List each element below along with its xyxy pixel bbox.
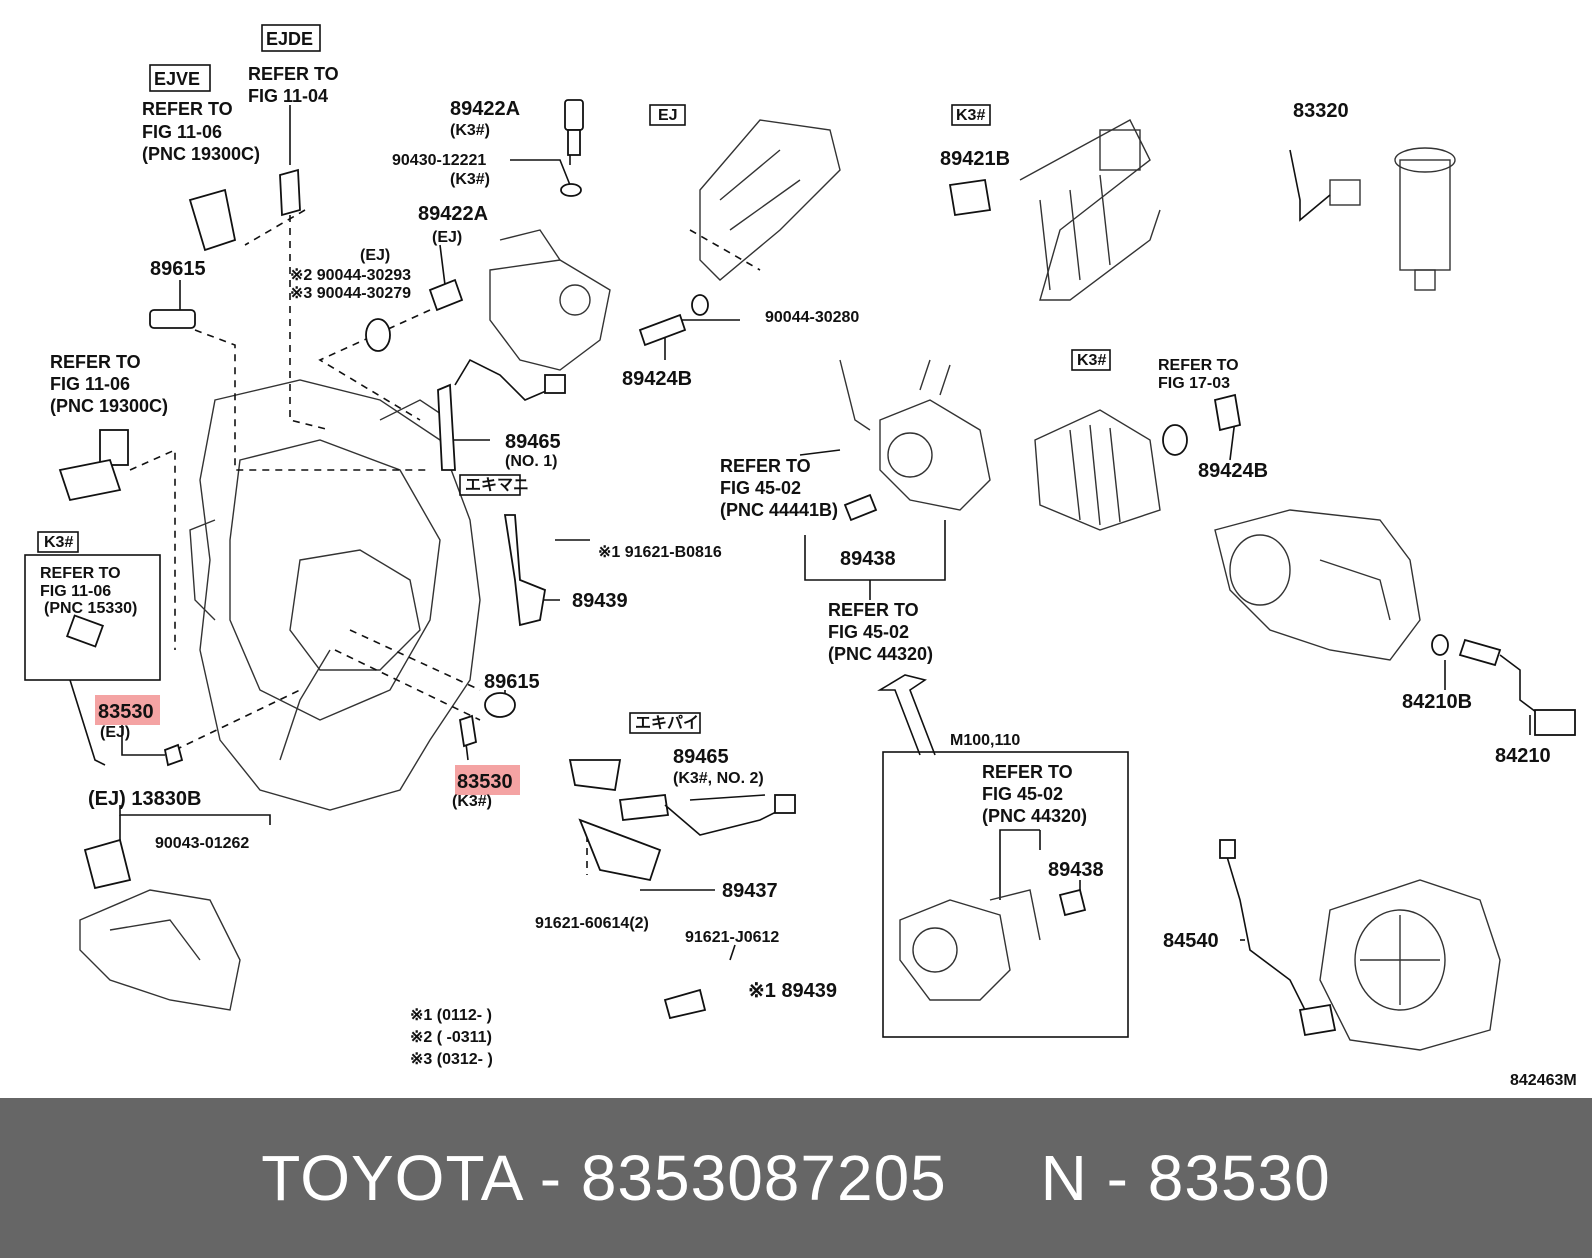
label-refer-452-3: (PNC 44441B) (720, 500, 838, 520)
label-89421b: 89421B (940, 148, 1010, 170)
footer-text: TOYOTA - 8353087205 N - 83530 (261, 1142, 1331, 1214)
label-k3-no2: (K3#, NO. 2) (673, 770, 764, 787)
label-89439-mid: 89439 (572, 590, 628, 612)
label-83320: 83320 (1293, 100, 1349, 122)
sensor-parts (58, 99, 1576, 1037)
label-ej-13830b: (EJ) 13830B (88, 788, 201, 810)
label-91621-606: 91621-60614(2) (535, 915, 649, 932)
label-refer-ejve-1: REFER TO (142, 99, 233, 119)
label-note3-pn: ※3 90044-30279 (290, 285, 411, 302)
label-ej-small: (EJ) (360, 247, 390, 264)
label-refer-4432-1: REFER TO (828, 600, 919, 620)
label-refer-k3-2: FIG 11-06 (40, 583, 111, 600)
fuel-pump-drawing (1289, 147, 1456, 291)
label-k3-83530: (K3#) (452, 793, 492, 810)
label-89424b-right: 89424B (1198, 460, 1268, 482)
label-refer-mid-2: FIG 11-06 (50, 374, 130, 394)
label-ekimani-box: エキマニ (465, 477, 529, 494)
label-89615-a: 89615 (150, 258, 206, 280)
parts-diagram: EJDE EJVE REFER TO FIG 11-04 REFER TO FI… (24, 24, 1577, 1089)
label-refer-ejde-2: FIG 11-04 (248, 86, 328, 106)
label-90430: 90430-12221 (392, 152, 486, 169)
label-89438-box: 89438 (1048, 859, 1104, 881)
label-refer-ejve-3: (PNC 19300C) (142, 144, 260, 164)
boxes (24, 24, 1129, 1038)
label-90044-280: 90044-30280 (765, 309, 859, 326)
label-refer-box-3: (PNC 44320) (982, 806, 1087, 826)
label-refer-4432-2: FIG 45-02 (828, 622, 909, 642)
label-no1: (NO. 1) (505, 453, 557, 470)
label-ej-89422a: (EJ) (432, 229, 462, 246)
label-refer-k3-1: REFER TO (40, 565, 121, 582)
front-cover-drawing (79, 889, 241, 1011)
label-refer-452-1: REFER TO (720, 456, 811, 476)
throttle-body-drawing (839, 359, 991, 511)
label-refer-k3-3: (PNC 15330) (44, 600, 137, 617)
label-89615-b: 89615 (484, 671, 540, 693)
label-refer-ejde-1: REFER TO (248, 64, 339, 84)
label-84540: 84540 (1163, 930, 1219, 952)
label-84210: 84210 (1495, 745, 1551, 767)
label-refer-1703-1: REFER TO (1158, 357, 1239, 374)
label-90043: 90043-01262 (155, 835, 249, 852)
label-89465-low: 89465 (673, 746, 729, 768)
label-84210b: 84210B (1402, 691, 1472, 713)
pedal-bracket-drawing (689, 119, 841, 281)
label-k3-box-left: K3# (44, 534, 73, 551)
intake-manifold-drawing (1019, 119, 1161, 301)
water-outlet-drawing (489, 229, 611, 371)
label-k3-box-right: K3# (1077, 352, 1106, 369)
label-83530-mid: 83530 (457, 771, 513, 793)
label-refer-mid-3: (PNC 19300C) (50, 396, 168, 416)
label-refer-4432-3: (PNC 44320) (828, 644, 933, 664)
transmission-lower-drawing (1319, 879, 1501, 1051)
engine-block-drawing (189, 379, 481, 811)
label-89439-low: ※1 89439 (748, 980, 837, 1002)
label-note-l3: ※3 (0312- ) (410, 1051, 493, 1068)
label-89424b-left: 89424B (622, 368, 692, 390)
label-note1-pn: ※1 91621-B0816 (598, 544, 722, 561)
label-refer-mid-1: REFER TO (50, 352, 141, 372)
label-ejde-box: EJDE (266, 29, 313, 49)
label-ej-left: (EJ) (100, 724, 130, 741)
label-89437: 89437 (722, 880, 778, 902)
label-k3-top: (K3#) (450, 122, 490, 139)
label-refer-452-2: FIG 45-02 (720, 478, 801, 498)
transmission-drawing (1214, 509, 1421, 661)
label-note-l2: ※2 ( -0311) (410, 1029, 492, 1046)
label-note2-pn: ※2 90044-30293 (290, 267, 411, 284)
part-labels: EJDE EJVE REFER TO FIG 11-04 REFER TO FI… (40, 29, 1577, 1089)
label-83530-left: 83530 (98, 701, 154, 723)
label-k3-box-top: K3# (956, 107, 985, 124)
label-m100: M100,110 (950, 732, 1020, 749)
label-fig-code: 842463M (1510, 1072, 1577, 1089)
label-refer-1703-2: FIG 17-03 (1158, 375, 1230, 392)
label-refer-ejve-2: FIG 11-06 (142, 122, 222, 142)
label-89438-top: 89438 (840, 548, 896, 570)
part-number-footer: TOYOTA - 8353087205 N - 83530 (0, 1098, 1592, 1258)
leader-lines (119, 105, 1531, 961)
label-ejve-box: EJVE (154, 69, 200, 89)
label-89422a-mid: 89422A (418, 203, 488, 225)
label-ekipai-box: エキパイ (635, 714, 699, 732)
label-ej-box-top: EJ (658, 107, 678, 124)
label-k3-90430: (K3#) (450, 171, 490, 188)
label-89422a-top: 89422A (450, 98, 520, 120)
label-refer-box-2: FIG 45-02 (982, 784, 1063, 804)
label-refer-box-1: REFER TO (982, 762, 1073, 782)
air-box-drawing (1034, 409, 1161, 531)
reference-arrows (69, 674, 936, 766)
label-note-l1: ※1 (0112- ) (410, 1007, 492, 1024)
label-91621-j06: 91621-J0612 (685, 929, 779, 946)
label-89465-top: 89465 (505, 431, 561, 453)
